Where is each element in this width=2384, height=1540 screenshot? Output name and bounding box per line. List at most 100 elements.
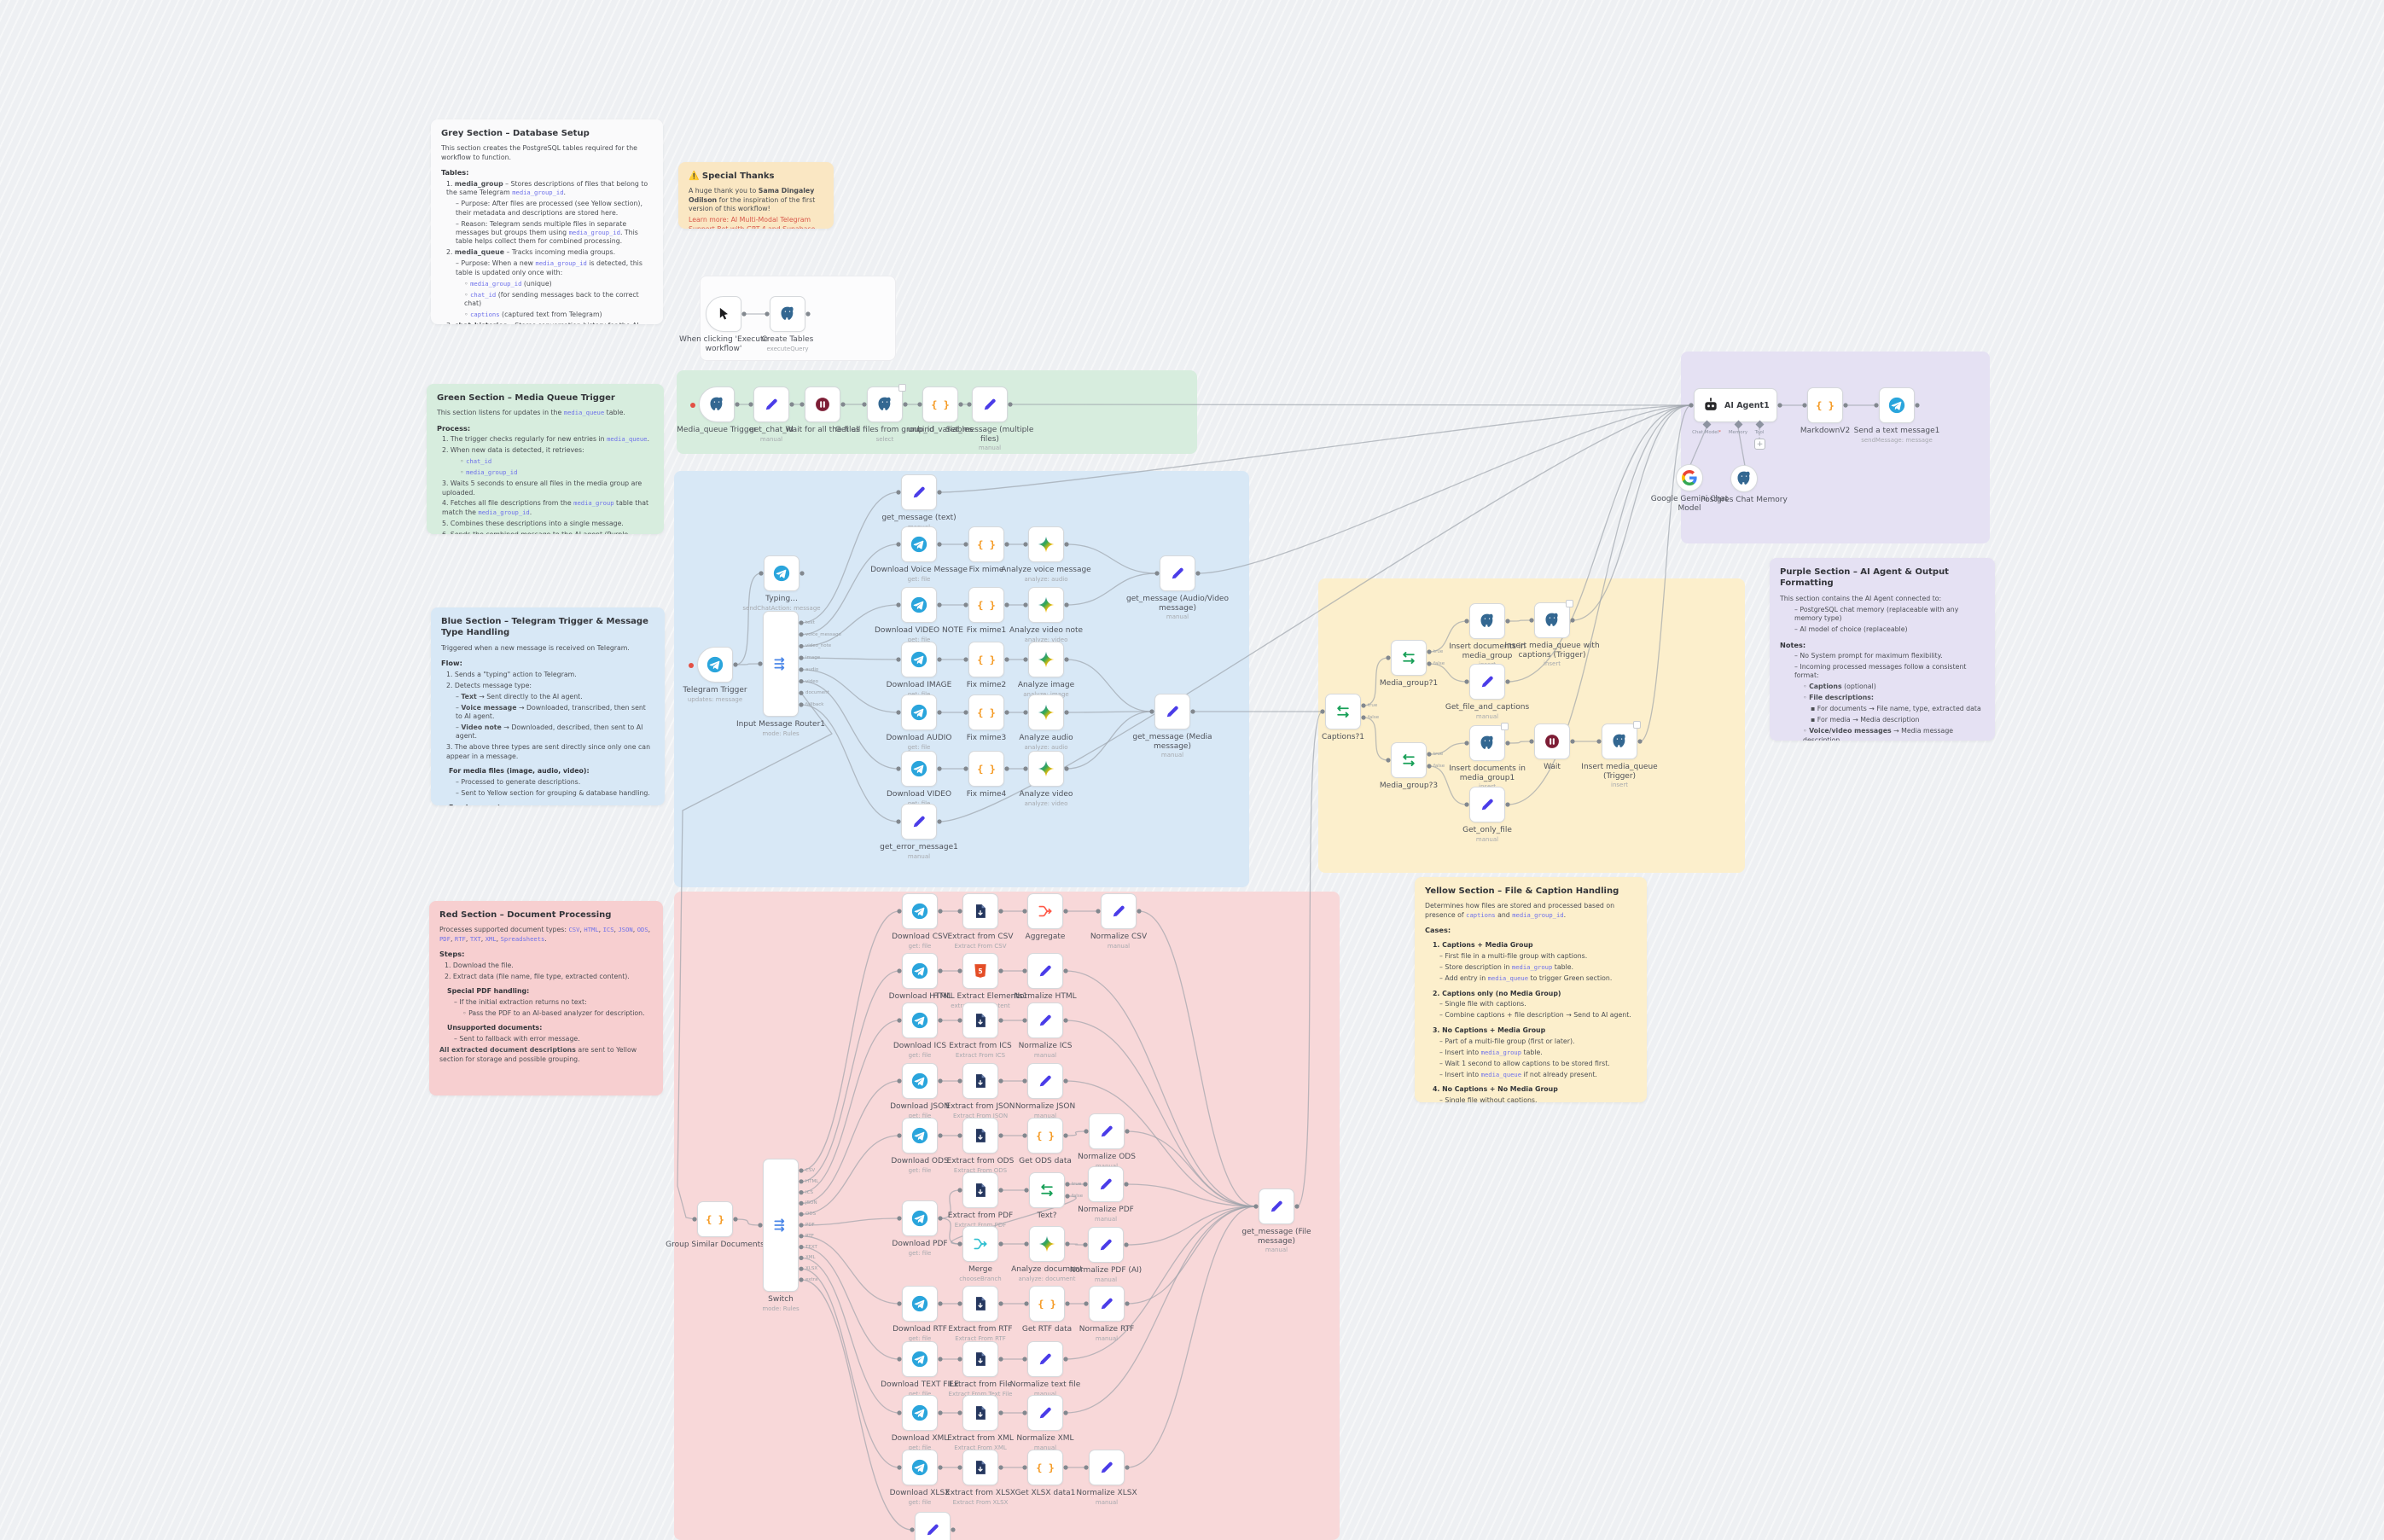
node-bset[interactable] [915, 1512, 951, 1540]
node-fm4[interactable]: { } [968, 751, 1004, 787]
node-gmm[interactable] [1154, 694, 1190, 729]
connector-port[interactable] [1004, 602, 1009, 607]
connector-port[interactable] [1570, 739, 1575, 744]
connector-port[interactable] [897, 1301, 902, 1306]
connector-port[interactable] [1125, 1129, 1130, 1134]
connector-port[interactable] [1064, 602, 1069, 607]
node-avn[interactable] [1028, 587, 1064, 623]
connector-port[interactable] [896, 819, 901, 824]
connector-port[interactable] [1386, 655, 1391, 660]
node-drtf[interactable] [902, 1286, 938, 1322]
sticky-note-telegram-trigger-handling[interactable]: Blue Section – Telegram Trigger & Messag… [431, 607, 665, 805]
node-gmav[interactable] [1160, 555, 1195, 591]
connector-port[interactable] [1004, 766, 1009, 771]
node-wff[interactable] [805, 386, 840, 422]
connector-port[interactable] [758, 1223, 763, 1228]
connector-port[interactable] [1063, 1465, 1068, 1470]
node-dvn[interactable] [901, 587, 937, 623]
connector-port[interactable] [998, 968, 1003, 973]
connector-port[interactable] [1023, 766, 1028, 771]
connector-port[interactable] [1064, 766, 1069, 771]
connector-port[interactable] [897, 1133, 902, 1138]
node-eods[interactable] [962, 1118, 998, 1154]
connector-port[interactable] [1386, 758, 1391, 763]
node-ct[interactable] [770, 296, 805, 332]
connector-port[interactable] [896, 542, 901, 547]
node-dim[interactable] [901, 642, 937, 677]
connector-port[interactable] [1064, 710, 1069, 715]
connector-port[interactable] [1294, 1204, 1300, 1209]
connector-port[interactable] [799, 690, 804, 695]
connector-port[interactable] [799, 620, 804, 625]
connector-port[interactable] [957, 1410, 962, 1415]
connector-port[interactable] [897, 1465, 902, 1470]
node-mt[interactable] [706, 296, 741, 332]
node-gci[interactable] [753, 386, 789, 422]
connector-port[interactable] [1777, 403, 1782, 408]
connector-port[interactable] [1065, 1182, 1070, 1187]
connector-port[interactable] [1427, 649, 1432, 654]
node-dau[interactable] [901, 694, 937, 730]
node-dtxt[interactable] [902, 1341, 938, 1377]
connector-port[interactable] [897, 1410, 902, 1415]
connector-port[interactable] [1022, 909, 1027, 914]
connector-port[interactable] [937, 766, 942, 771]
connector-port[interactable] [1505, 679, 1510, 684]
connector-port[interactable] [910, 1527, 915, 1532]
node-wt2[interactable] [1534, 724, 1570, 759]
connector-port[interactable] [1529, 739, 1534, 744]
connector-port[interactable] [938, 1133, 943, 1138]
node-nrtf[interactable] [1089, 1286, 1125, 1322]
connector-port[interactable] [799, 1245, 804, 1250]
connector-port[interactable] [1083, 1182, 1088, 1187]
connector-port[interactable] [1596, 739, 1602, 744]
node-gcm[interactable] [1676, 464, 1703, 491]
node-nhtml[interactable] [1027, 953, 1063, 989]
connector-port[interactable] [1063, 1133, 1068, 1138]
connector-port[interactable] [799, 667, 804, 672]
node-gfc[interactable] [1469, 664, 1505, 700]
node-dxml[interactable] [902, 1395, 938, 1431]
node-idm[interactable] [1469, 603, 1505, 639]
node-exlsx[interactable] [962, 1450, 998, 1485]
connector-port[interactable] [799, 643, 804, 649]
connector-port[interactable] [1022, 1410, 1027, 1415]
connector-port[interactable] [938, 1410, 943, 1415]
node-nics[interactable] [1027, 1002, 1063, 1038]
connector-port[interactable] [1065, 1194, 1070, 1199]
connector-port[interactable] [1464, 619, 1469, 624]
connector-port[interactable] [963, 542, 968, 547]
connector-port[interactable] [1023, 542, 1028, 547]
connector-port[interactable] [957, 909, 962, 914]
connector-port[interactable] [1689, 403, 1694, 408]
node-eics[interactable] [962, 1002, 998, 1038]
connector-port[interactable] [1361, 703, 1366, 708]
node-nxml[interactable] [1027, 1395, 1063, 1431]
connector-port[interactable] [1843, 403, 1848, 408]
connector-port[interactable] [957, 1465, 962, 1470]
node-dpdf[interactable] [902, 1200, 938, 1236]
node-ertf[interactable] [962, 1286, 998, 1322]
connector-port[interactable] [897, 1078, 902, 1084]
connector-port[interactable] [998, 1188, 1003, 1193]
connector-port[interactable] [799, 1223, 804, 1228]
connector-port[interactable] [1096, 909, 1101, 914]
connector-port[interactable] [799, 1234, 804, 1239]
connector-port[interactable] [1320, 709, 1325, 714]
connector-port[interactable] [1190, 709, 1195, 714]
connector-port[interactable] [957, 1357, 962, 1362]
node-smm[interactable] [972, 386, 1008, 422]
node-tif[interactable] [1029, 1172, 1065, 1208]
connector-port[interactable] [1083, 1242, 1088, 1247]
connector-port[interactable] [957, 1078, 962, 1084]
connector-port[interactable] [896, 602, 901, 607]
connector-port[interactable] [957, 1241, 962, 1247]
connector-port[interactable] [758, 661, 763, 666]
connector-port[interactable] [1149, 709, 1154, 714]
connector-port[interactable] [957, 1188, 962, 1193]
connector-port[interactable] [1361, 715, 1366, 720]
node-nxlsx[interactable] [1089, 1450, 1125, 1485]
connector-port[interactable] [799, 1190, 804, 1195]
